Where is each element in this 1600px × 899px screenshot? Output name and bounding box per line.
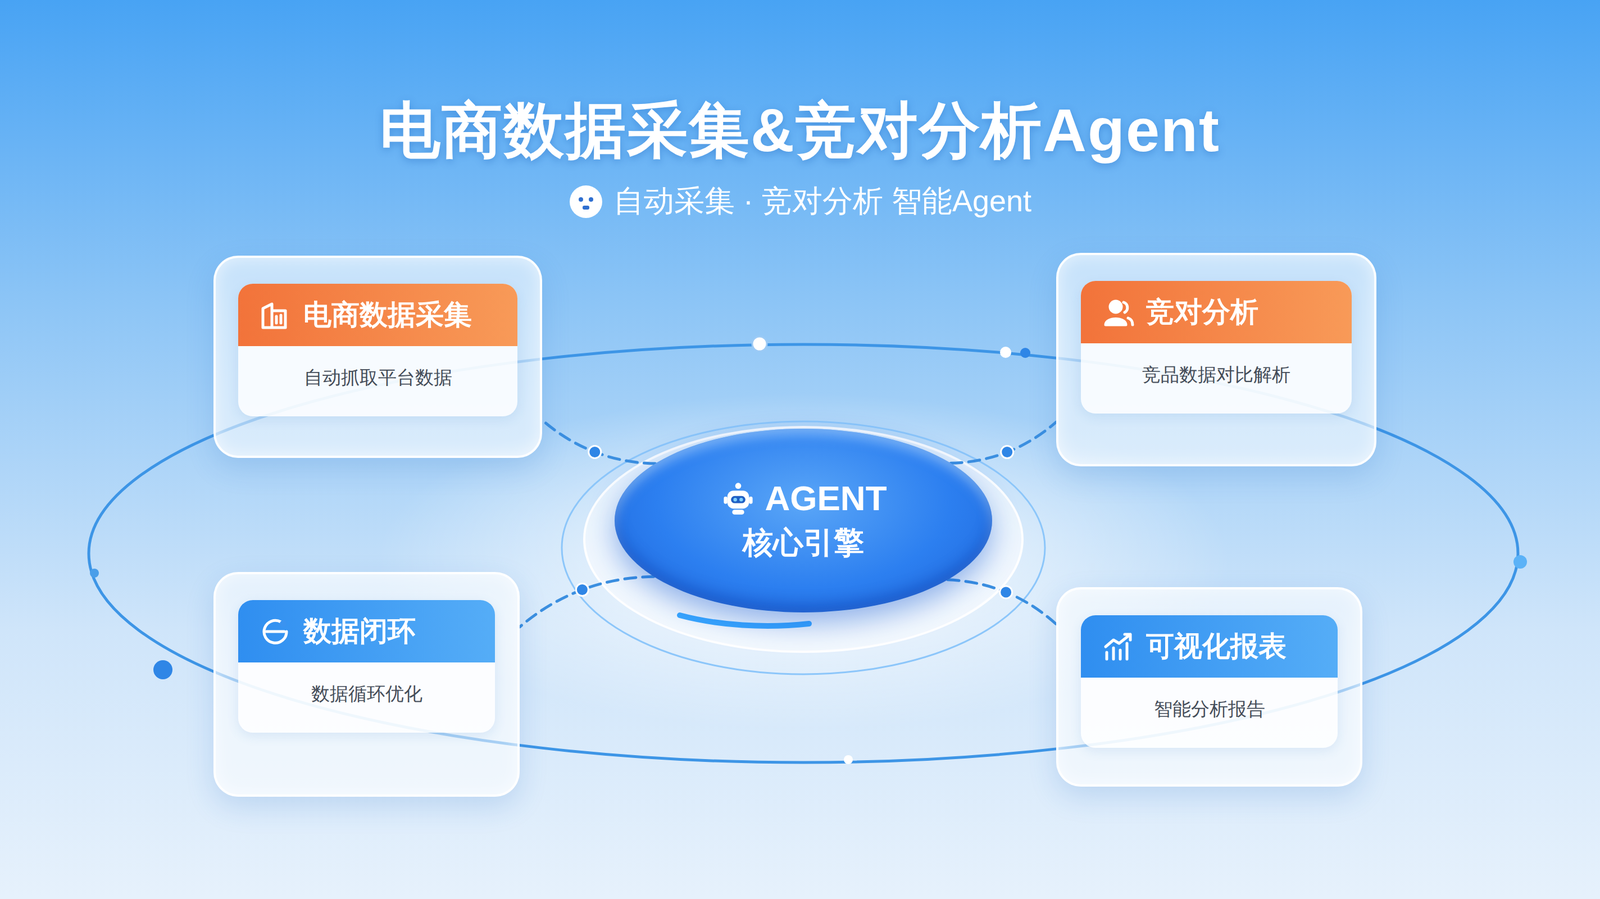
robot-icon bbox=[720, 479, 757, 516]
card-description: 竞品数据对比解析 bbox=[1142, 364, 1291, 385]
card-body: 智能分析报告 bbox=[1080, 677, 1338, 748]
person-stroke bbox=[1123, 302, 1133, 325]
card-panel: 数据闭环数据循环优化 bbox=[238, 600, 495, 733]
bot-eye bbox=[588, 197, 594, 202]
card-header-band: 数据闭环 bbox=[238, 600, 495, 663]
orbit-dot bbox=[752, 336, 767, 352]
core-subtitle: 核心引擎 bbox=[742, 522, 865, 564]
card-heading: 数据闭环 bbox=[303, 612, 416, 650]
feature-card: 电商数据采集自动抓取平台数据 bbox=[213, 255, 543, 458]
chart-icon bbox=[1101, 629, 1135, 664]
core-base-ring bbox=[584, 426, 1023, 652]
feature-card: 竞对分析竞品数据对比解析 bbox=[1056, 252, 1377, 467]
robot-head bbox=[726, 490, 749, 509]
core-title-row: AGENT bbox=[720, 478, 888, 518]
bot-face bbox=[569, 185, 603, 218]
connector-dot bbox=[1001, 446, 1014, 459]
dashed-connector bbox=[947, 579, 1057, 625]
card-body: 竞品数据对比解析 bbox=[1080, 343, 1352, 414]
card-panel: 可视化报表智能分析报告 bbox=[1080, 615, 1338, 748]
loop-stroke bbox=[266, 629, 285, 633]
collect-stroke bbox=[262, 303, 286, 328]
orbit-dot bbox=[1000, 346, 1012, 358]
loop-icon bbox=[258, 614, 293, 649]
subtitle-row: 自动采集 · 竞对分析 智能Agent bbox=[0, 180, 1600, 222]
bot-mouth bbox=[582, 205, 590, 210]
card-heading: 电商数据采集 bbox=[303, 296, 472, 334]
card-description: 智能分析报告 bbox=[1153, 698, 1266, 720]
robot-body bbox=[732, 509, 744, 515]
card-description: 数据循环优化 bbox=[311, 683, 423, 704]
loop-stroke bbox=[279, 620, 287, 627]
orbit-dot bbox=[1020, 347, 1031, 358]
person-icon bbox=[1101, 295, 1135, 330]
robot-ear bbox=[723, 496, 727, 504]
collect-stroke bbox=[276, 315, 281, 324]
bot-face-icon bbox=[568, 184, 604, 220]
dashed-connector bbox=[950, 421, 1057, 463]
dashed-connector bbox=[519, 576, 654, 627]
chart-stroke bbox=[1105, 634, 1131, 647]
connector-dot bbox=[575, 583, 589, 597]
robot-ear bbox=[748, 496, 753, 504]
feature-card: 数据闭环数据循环优化 bbox=[213, 571, 520, 797]
orbit-dot bbox=[1513, 555, 1527, 569]
orbit-dot bbox=[153, 660, 173, 680]
connector-dot bbox=[1000, 585, 1013, 599]
core-title: AGENT bbox=[765, 478, 888, 518]
core-light-arc bbox=[679, 615, 809, 626]
chart-stroke bbox=[1106, 643, 1127, 659]
card-description: 自动抓取平台数据 bbox=[303, 366, 453, 388]
card-panel: 竞对分析竞品数据对比解析 bbox=[1080, 280, 1352, 414]
person-stroke bbox=[1105, 318, 1126, 325]
card-header-band: 竞对分析 bbox=[1080, 280, 1352, 344]
loop-stroke bbox=[264, 620, 287, 643]
feature-card: 可视化报表智能分析报告 bbox=[1056, 587, 1363, 787]
diagram-title: 电商数据采集&竞对分析Agent bbox=[0, 89, 1600, 172]
connector-dot bbox=[588, 445, 602, 458]
card-body: 自动抓取平台数据 bbox=[238, 346, 518, 417]
dashed-connector bbox=[542, 420, 656, 465]
card-header-band: 电商数据采集 bbox=[238, 283, 518, 347]
card-panel: 电商数据采集自动抓取平台数据 bbox=[238, 283, 518, 417]
collect-icon bbox=[258, 298, 293, 333]
card-heading: 竞对分析 bbox=[1146, 293, 1259, 331]
orbit-dot bbox=[89, 568, 99, 578]
card-heading: 可视化报表 bbox=[1146, 627, 1287, 666]
robot-eye bbox=[733, 497, 737, 502]
subtitle: 自动采集 · 竞对分析 智能Agent bbox=[613, 180, 1032, 222]
bot-eye bbox=[578, 197, 584, 202]
card-header-band: 可视化报表 bbox=[1080, 615, 1338, 678]
orbit-dot bbox=[843, 755, 853, 765]
core-engine-disc: AGENT核心引擎 bbox=[614, 428, 993, 613]
person-stroke bbox=[1110, 301, 1122, 313]
robot-antenna bbox=[734, 482, 742, 489]
core-halo bbox=[561, 421, 1045, 675]
card-body: 数据循环优化 bbox=[238, 662, 495, 733]
robot-eye bbox=[739, 497, 743, 502]
robot-face bbox=[730, 496, 746, 504]
